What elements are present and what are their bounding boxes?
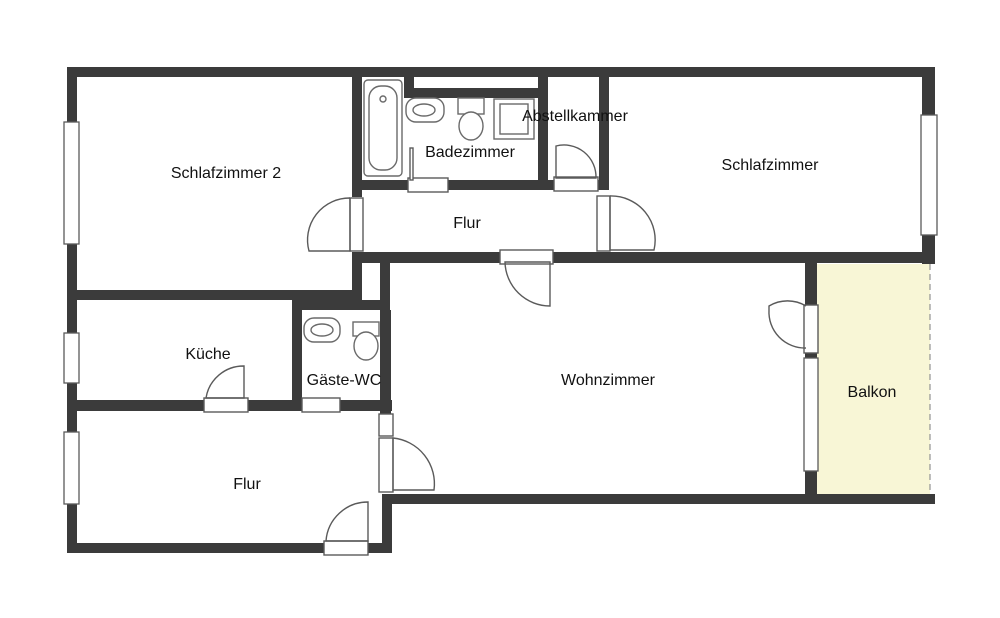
shower-icon (493, 98, 535, 140)
toilet-icon (457, 97, 485, 141)
bathtub-icon (363, 79, 403, 177)
room-label-kueche: Küche (185, 346, 230, 363)
window (63, 332, 80, 384)
guest-sink-icon (303, 317, 341, 343)
room-label-abstellkammer: Abstellkammer (522, 108, 628, 125)
balcony-floor (817, 264, 930, 494)
window (803, 357, 819, 472)
room-label-flur-bottom: Flur (233, 476, 261, 493)
windows (63, 114, 938, 505)
window (63, 121, 80, 245)
floor (75, 75, 930, 550)
room-label-balkon: Balkon (848, 384, 897, 401)
guest-toilet-icon (352, 321, 380, 361)
room-label-flur-top: Flur (453, 215, 481, 232)
room-label-gaeste-wc: Gäste-WC (307, 372, 382, 389)
room-labels: Schlafzimmer 2 Badezimmer Abstellkammer … (171, 108, 897, 493)
doors (203, 144, 819, 556)
room-label-wohnzimmer: Wohnzimmer (561, 372, 656, 389)
room-label-schlafzimmer: Schlafzimmer (722, 157, 820, 174)
room-label-schlafzimmer-2: Schlafzimmer 2 (171, 165, 281, 182)
room-label-badezimmer: Badezimmer (425, 144, 515, 161)
window (63, 431, 80, 505)
sink-icon (405, 97, 445, 123)
window (920, 114, 938, 236)
